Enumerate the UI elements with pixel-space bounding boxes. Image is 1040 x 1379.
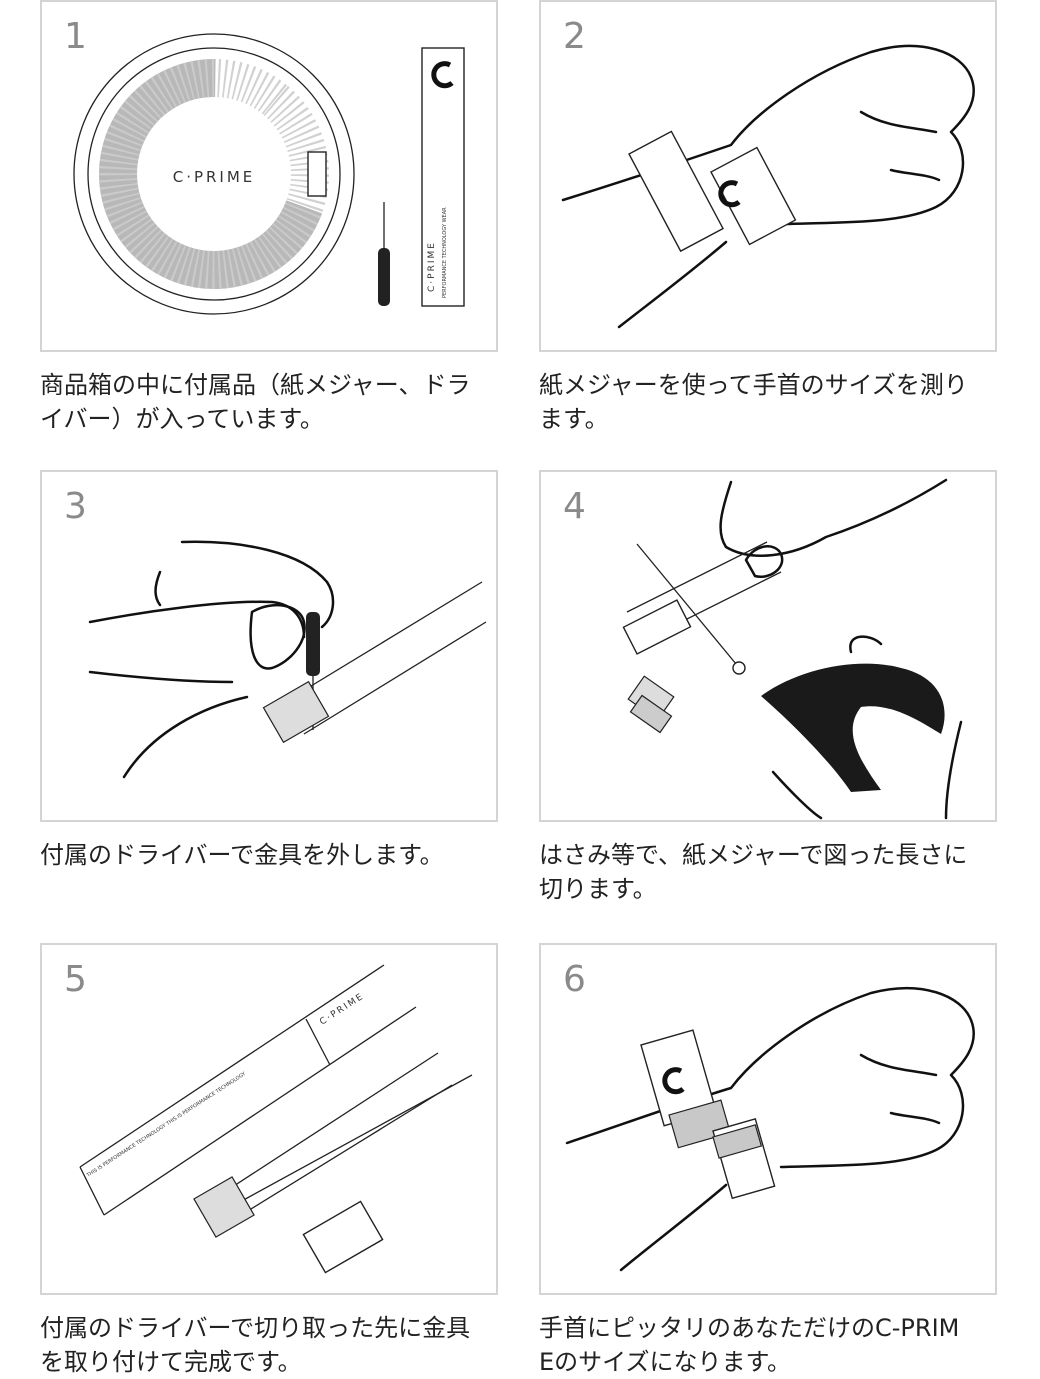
package-contents-drawing: C·PRIME C·PRIME PERFORMANCE TECHNOLOGY W… <box>73 33 465 315</box>
measure-wrist-drawing <box>561 44 975 329</box>
step-3-caption: 付属のドライバーで金具を外します。 <box>40 841 444 869</box>
cut-measure-drawing <box>622 478 963 820</box>
tape-logo-text: C·PRIME <box>318 991 366 1027</box>
ring-logo-text: C·PRIME <box>173 168 256 186</box>
step-number: 2 <box>563 16 586 57</box>
step-number: 4 <box>563 486 586 527</box>
remove-clasp-drawing <box>88 540 487 779</box>
attach-clasp-drawing: C·PRIME THIS IS PERFORMANCE TECHNOLOGY T… <box>79 964 473 1274</box>
step-5-illustration: 5 C·PRIME THIS IS PERFORMANCE TECHNOLOGY… <box>40 943 498 1295</box>
tape-print-text: THIS IS PERFORMANCE TECHNOLOGY THIS IS P… <box>85 1071 248 1180</box>
step-3-illustration: 3 <box>40 470 498 822</box>
strip-logo-text: C·PRIME <box>427 241 437 292</box>
strip-subtext: PERFORMANCE TECHNOLOGY WEAR <box>442 207 448 298</box>
screwdriver-icon <box>378 248 390 306</box>
step-6-caption: 手首にピッタリのあなただけのC-PRIM Eのサイズになります。 <box>539 1314 960 1376</box>
step-1-illustration: 1 C·PRIME C·PRIME PERFORMANCE TECHNOLOGY… <box>40 0 498 352</box>
step-2-illustration: 2 <box>539 0 997 352</box>
step-6-illustration: 6 <box>539 943 997 1295</box>
step-number: 3 <box>64 486 87 527</box>
step-1-caption: 商品箱の中に付属品（紙メジャー、ドラ イバー）が入っています。 <box>40 371 471 433</box>
finished-fit-drawing <box>565 986 975 1272</box>
step-2-caption: 紙メジャーを使って手首のサイズを測り ます。 <box>539 371 968 433</box>
step-4-illustration: 4 <box>539 470 997 822</box>
step-number: 6 <box>563 959 586 1000</box>
paper-measure-strip <box>421 47 465 307</box>
step-number: 5 <box>64 959 87 1000</box>
step-number: 1 <box>64 16 87 57</box>
step-4-caption: はさみ等で、紙メジャーで図った長さに 切ります。 <box>539 841 968 903</box>
step-5-caption: 付属のドライバーで切り取った先に金具 を取り付けて完成です。 <box>40 1314 471 1376</box>
